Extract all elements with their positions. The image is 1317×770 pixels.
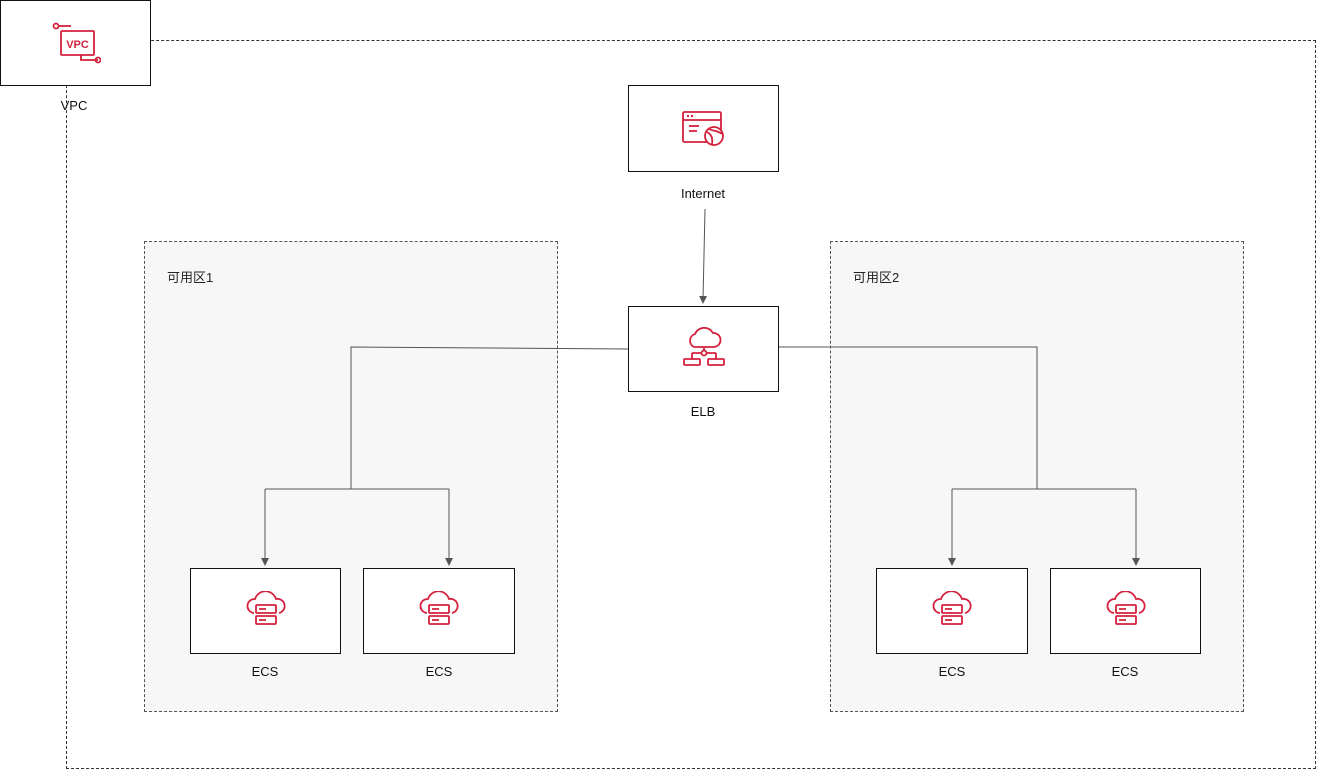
zone-label: 可用区2 <box>853 270 900 285</box>
vpc-badge: VPC <box>66 39 89 51</box>
ecs-node[interactable] <box>190 568 341 654</box>
cloud-network-icon <box>682 327 725 366</box>
ecs-label: ECS <box>1111 664 1139 679</box>
internet-label: Internet <box>680 186 726 201</box>
cloud-server-icon <box>419 591 459 625</box>
zone-label: 可用区1 <box>167 270 214 285</box>
ecs-node[interactable] <box>1050 568 1201 654</box>
ecs-label: ECS <box>938 664 966 679</box>
vpc-node[interactable]: VPC <box>0 0 151 86</box>
vpc-boundary <box>66 40 1316 769</box>
cloud-server-icon <box>246 591 286 625</box>
edge-elb-zone2 <box>779 346 1038 489</box>
cloud-server-icon <box>1106 591 1146 625</box>
elb-label: ELB <box>690 404 716 419</box>
cloud-server-icon <box>932 591 972 625</box>
ecs-node[interactable] <box>363 568 515 654</box>
vpc-icon: VPC <box>52 22 101 64</box>
internet-node[interactable] <box>628 85 779 172</box>
ecs-node[interactable] <box>876 568 1028 654</box>
browser-globe-icon <box>681 110 724 146</box>
edge-elb-zone1 <box>350 346 629 489</box>
elb-node[interactable] <box>628 306 779 392</box>
ecs-label: ECS <box>251 664 279 679</box>
vpc-label: VPC <box>60 98 88 113</box>
ecs-label: ECS <box>425 664 453 679</box>
edge-internet-elb <box>699 208 708 304</box>
